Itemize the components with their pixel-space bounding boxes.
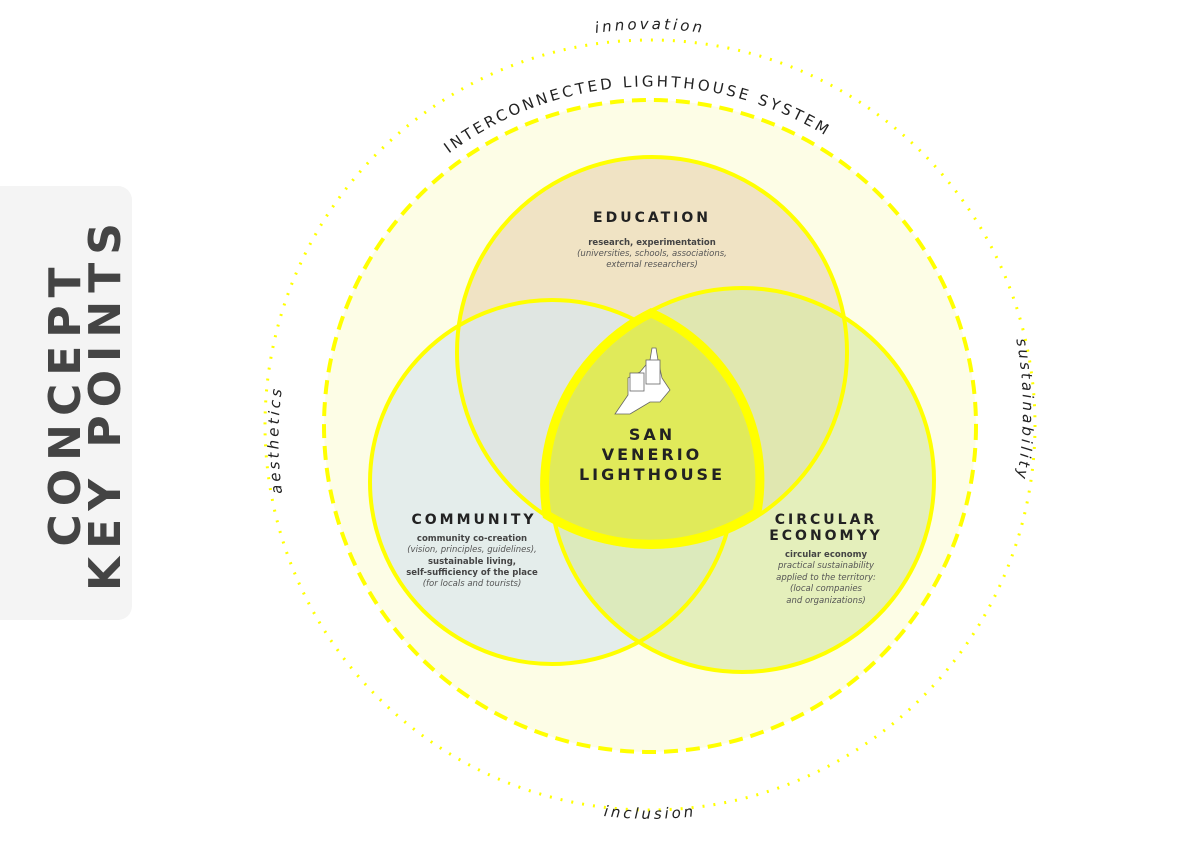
community-text: sustainable living,: [428, 557, 516, 567]
community-text: self-sufficiency of the place: [406, 568, 538, 578]
svg-text:innovation: innovation: [594, 15, 707, 37]
label-innovation: innovation: [594, 15, 704, 37]
lighthouse-icon: [614, 347, 671, 415]
center-line3: LIGHTHOUSE: [579, 465, 725, 484]
education-italic: (universities, schools, associations,: [577, 249, 727, 259]
svg-text:sustainability: sustainability: [1012, 337, 1037, 483]
education-italic: external researchers): [606, 260, 698, 270]
community-title: COMMUNITY: [411, 512, 536, 528]
education-title: EDUCATION: [593, 210, 711, 226]
community-italic: (vision, principles, guidelines),: [407, 545, 537, 555]
circular-title-1: CIRCULAR: [775, 512, 877, 528]
community-italic: (for locals and tourists): [423, 579, 522, 589]
community-text: community co-creation: [417, 534, 527, 544]
sidebar-title: CONCEPT KEY POINTS: [40, 215, 131, 591]
center-line1: SAN: [629, 425, 675, 444]
svg-text:aesthetics: aesthetics: [264, 385, 286, 495]
sidebar-panel: [0, 186, 132, 620]
outer-dotted-circle: [263, 38, 1037, 812]
education-text: research, experimentation: [588, 238, 716, 248]
sidebar-line1: CONCEPT: [40, 259, 91, 546]
circular-italic: practical sustainability: [777, 561, 875, 571]
center-line2: VENERIO: [602, 445, 703, 464]
label-aesthetics: aesthetics: [264, 385, 283, 495]
svg-text:inclusion: inclusion: [603, 802, 697, 823]
san-venerio-center: [540, 308, 765, 549]
circular-title-2: ECONOMYY: [769, 528, 883, 544]
label-sustainability: sustainability: [1012, 337, 1034, 483]
circular-italic: and organizations): [786, 596, 865, 606]
circular-text: circular economy: [785, 550, 867, 560]
label-inclusion: inclusion: [603, 802, 694, 823]
sidebar-line2: KEY POINTS: [80, 215, 131, 591]
circular-italic: applied to the territory:: [776, 573, 876, 583]
circular-italic: (local companies: [790, 584, 863, 594]
